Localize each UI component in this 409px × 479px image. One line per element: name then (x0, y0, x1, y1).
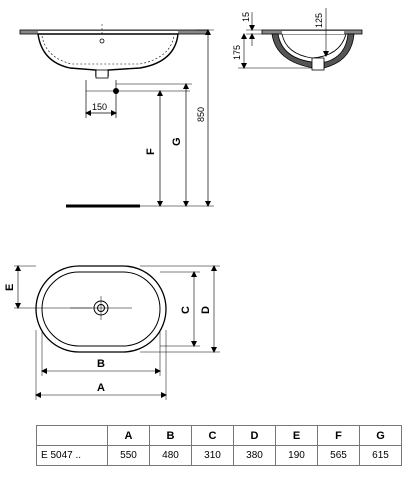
spec-header-cell: C (191, 425, 234, 446)
spec-header-cell: E (275, 425, 318, 446)
spec-table: A B C D E F G E 5047 .. 550 480 310 380 … (36, 425, 402, 466)
spec-value-cell: 480 (149, 445, 192, 466)
dim-label-A: A (97, 382, 105, 394)
spec-value-cell: 380 (233, 445, 276, 466)
floor-height-label: 850 (196, 107, 206, 122)
spec-header-cell: B (149, 425, 192, 446)
dim-label-C: C (180, 306, 192, 314)
spec-value-cell: 615 (359, 445, 402, 466)
dim-label-B: B (97, 358, 105, 370)
spec-value-cell: 565 (317, 445, 360, 466)
spec-table-header-row: A B C D E F G (36, 425, 402, 446)
overflow-hole (99, 38, 105, 44)
spec-value-cell: 190 (275, 445, 318, 466)
plan-view: E C D B A (4, 265, 220, 400)
bowl-height-label: 175 (232, 45, 242, 60)
depth-label: 125 (314, 13, 324, 28)
table-row: E 5047 .. 550 480 310 380 190 565 615 (36, 445, 402, 466)
dim-label-G: G (171, 137, 183, 146)
top-rim-label: 15 (241, 12, 251, 22)
front-elevation-view: 150 F G 850 (19, 24, 214, 208)
spec-value-cell: 310 (191, 445, 234, 466)
drain-offset-label: 150 (92, 102, 107, 112)
spec-header-cell (36, 425, 108, 446)
dim-label-E: E (4, 284, 16, 291)
dim-label-D: D (200, 306, 212, 314)
spec-model-cell: E 5047 .. (36, 445, 108, 466)
spec-value-cell: 550 (107, 445, 150, 466)
spec-header-cell: F (317, 425, 360, 446)
spec-header-cell: A (107, 425, 150, 446)
spec-header-cell: G (359, 425, 402, 446)
dim-label-F: F (145, 148, 157, 155)
spec-header-cell: D (233, 425, 276, 446)
side-section-view: 15 125 175 (232, 8, 363, 71)
